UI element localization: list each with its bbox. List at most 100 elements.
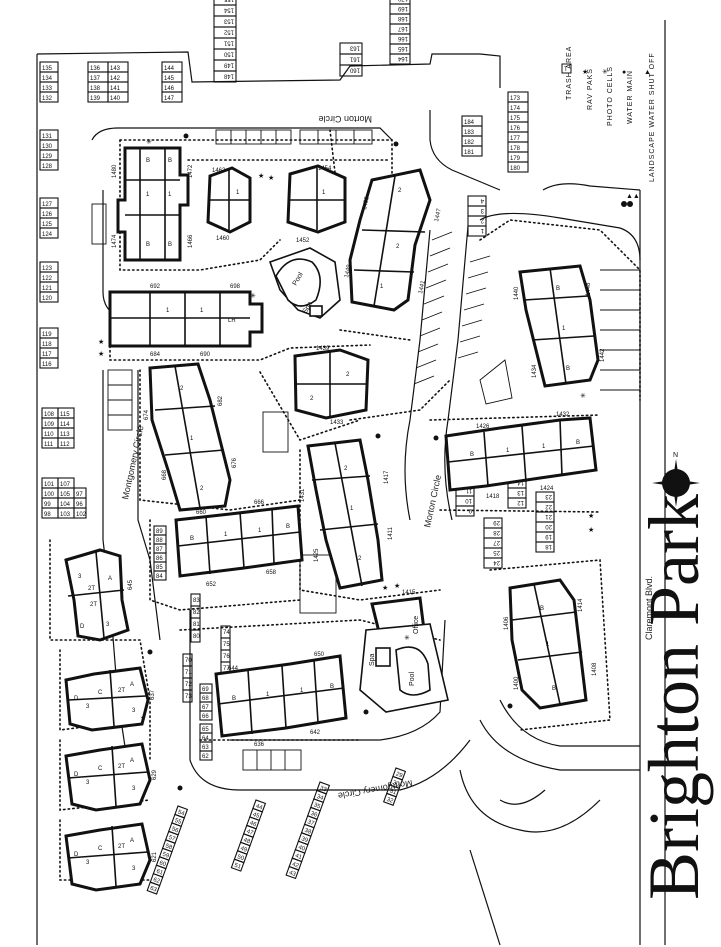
bldg-label: 1462 [212, 168, 226, 174]
garage-number: 68 [202, 696, 209, 702]
street-morton-circle-mid: Morton Circle [422, 474, 443, 528]
garage-number: 111 [44, 442, 54, 448]
bldg-label: 1447 [434, 207, 443, 222]
building-1440[interactable] [518, 264, 600, 388]
building-1406[interactable] [508, 578, 588, 710]
garage-number: 100 [44, 492, 55, 498]
building-1454[interactable] [286, 164, 347, 234]
star-icon: ★ [140, 714, 146, 722]
unit-mark: B [168, 158, 172, 164]
star-icon: ★ [394, 582, 400, 590]
garage-number: 96 [76, 502, 83, 508]
garage-cell [199, 750, 213, 761]
garage-number: 177 [510, 136, 521, 142]
garage-cell [507, 161, 529, 173]
garage-number: 73 [185, 694, 192, 700]
garage-number: 27 [493, 539, 500, 545]
building-1431[interactable] [306, 438, 384, 590]
building-637[interactable] [64, 666, 150, 732]
garage-number: 29 [493, 519, 500, 525]
garage-cell [382, 792, 397, 806]
building-1462[interactable] [206, 166, 252, 234]
bldg-label: 1426 [476, 424, 490, 430]
unit-mark: 1 [350, 506, 354, 512]
building-labels: 1480 1472 1474 1466 1462 1460 1454 1452 … [74, 158, 606, 872]
garage-number: 143 [110, 66, 121, 72]
garage-number: 75 [223, 642, 230, 648]
building-1472[interactable] [116, 146, 190, 262]
garage-number: 36 [310, 811, 319, 819]
unit-mark: B [286, 524, 290, 530]
dot-icon [507, 703, 513, 709]
asterisk-icon: ✳ [146, 138, 152, 146]
garage-number: 63 [202, 745, 209, 751]
garage-number: 84 [156, 574, 163, 580]
bldg-label: 698 [230, 284, 241, 290]
unit-mark: 2 [358, 556, 362, 562]
bldg-label: 1434 [532, 364, 538, 378]
building-692[interactable] [108, 290, 264, 348]
garage-number: 59 [161, 852, 170, 860]
garage-number: 28 [493, 529, 500, 535]
building-629[interactable] [64, 742, 152, 812]
garage-number: 134 [42, 76, 53, 82]
unit-mark: 2 [346, 372, 350, 378]
building-645[interactable] [64, 548, 130, 642]
garage-number: 112 [60, 442, 70, 448]
star-icon: ★ [258, 172, 264, 180]
garage-number: 120 [42, 296, 53, 302]
dot-icon [147, 649, 153, 655]
garage-number: 154 [223, 7, 234, 13]
garage-number: 41 [294, 853, 303, 861]
garage-number: 22 [545, 503, 552, 509]
garage-number: 113 [60, 432, 70, 438]
street-montgomery-bottom: Montgomery Circle [337, 778, 413, 801]
garage-number: 182 [464, 140, 475, 146]
bldg-label: 684 [150, 352, 161, 358]
building-1426[interactable] [444, 416, 598, 492]
unit-mark: 2T [118, 764, 125, 770]
unit-mark: D [74, 772, 79, 778]
star-icon: ★ [98, 350, 104, 358]
building-660[interactable] [174, 504, 304, 578]
garage-cell [461, 145, 483, 157]
bldg-label: 1424 [540, 486, 554, 492]
garage-number: 117 [42, 352, 52, 358]
garage-number: 82 [193, 610, 200, 616]
unit-mark: B [330, 684, 334, 690]
building-1439[interactable] [293, 348, 370, 420]
garage-number: 47 [246, 829, 255, 837]
garage-number: 76 [223, 654, 230, 660]
garage-number: 23 [545, 493, 552, 499]
bldg-label: 674 [144, 409, 150, 420]
bldg-label: 642 [310, 730, 321, 736]
garage-cell [230, 858, 245, 872]
unit-mark: 3 [78, 574, 82, 580]
bldg-label: 1474 [112, 234, 118, 248]
garage-number: 180 [510, 166, 521, 172]
bldg-label: 650 [314, 652, 325, 658]
unit-mark: 1 [322, 190, 326, 196]
building-621[interactable] [64, 822, 152, 892]
compass-icon: N [652, 452, 700, 507]
unit-mark: 1 [236, 190, 240, 196]
garage-number: 175 [510, 116, 521, 122]
garage-number: 35 [313, 802, 322, 810]
garage-number: 149 [223, 62, 234, 68]
building-1455[interactable] [348, 168, 432, 312]
garage-number: 102 [76, 512, 87, 518]
star-icon: ★ [582, 68, 588, 76]
building-674[interactable] [148, 362, 232, 512]
garage-number: 122 [42, 276, 53, 282]
garage-number: 1 [480, 227, 484, 233]
dot-icon [621, 201, 627, 207]
garage-number: 56 [171, 826, 180, 834]
unit-mark: 1 [300, 688, 304, 694]
building-644[interactable] [214, 654, 348, 738]
unit-mark: 1 [562, 326, 566, 332]
